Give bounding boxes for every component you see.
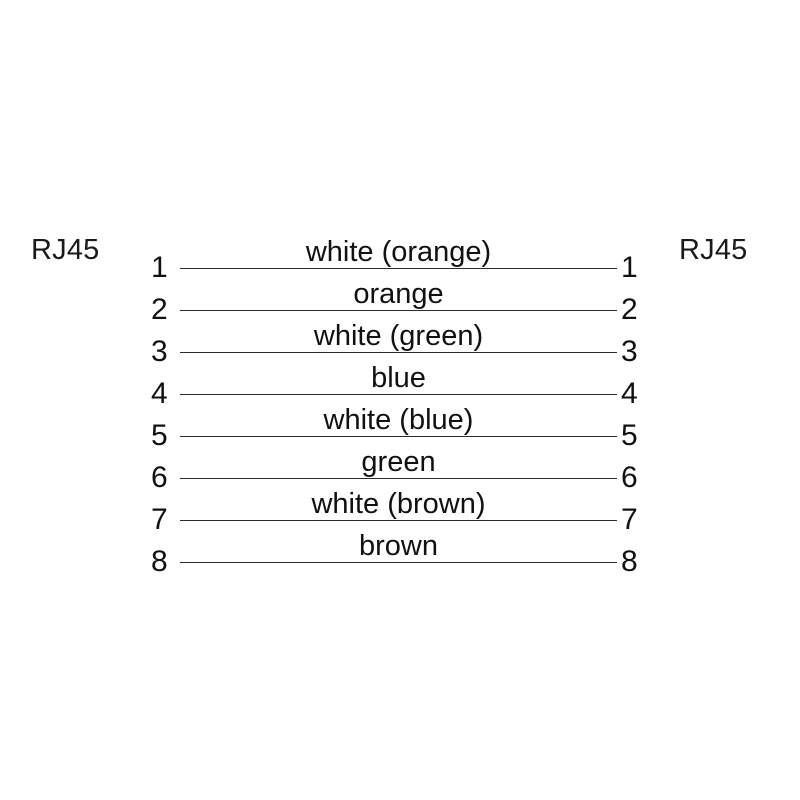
wire-color-label: brown bbox=[180, 532, 617, 561]
right-pin-number: 6 bbox=[621, 461, 638, 494]
right-pin-number: 5 bbox=[621, 419, 638, 452]
wire-row: 6 green 6 bbox=[0, 448, 800, 494]
wire-row: 2 orange 2 bbox=[0, 280, 800, 326]
right-connector-label: RJ45 bbox=[679, 234, 748, 266]
right-pin-number: 2 bbox=[621, 293, 638, 326]
wire-line bbox=[180, 310, 617, 311]
left-pin-number: 3 bbox=[151, 335, 168, 368]
wire-row: 7 white (brown) 7 bbox=[0, 490, 800, 536]
wire-color-label: orange bbox=[180, 280, 617, 309]
wire-color-label: blue bbox=[180, 364, 617, 393]
left-pin-number: 6 bbox=[151, 461, 168, 494]
wire-line bbox=[180, 352, 617, 353]
wire-line bbox=[180, 436, 617, 437]
right-pin-number: 3 bbox=[621, 335, 638, 368]
wire-row: 4 blue 4 bbox=[0, 364, 800, 410]
wire-row: 8 brown 8 bbox=[0, 532, 800, 578]
wire-line bbox=[180, 562, 617, 563]
left-connector-label: RJ45 bbox=[31, 234, 100, 266]
right-pin-number: 7 bbox=[621, 503, 638, 536]
wire-row: 5 white (blue) 5 bbox=[0, 406, 800, 452]
wire-line bbox=[180, 394, 617, 395]
wire-row: 1 white (orange) 1 bbox=[0, 238, 800, 284]
wire-line bbox=[180, 268, 617, 269]
wire-line bbox=[180, 520, 617, 521]
wire-color-label: white (green) bbox=[180, 322, 617, 351]
left-pin-number: 7 bbox=[151, 503, 168, 536]
wire-line bbox=[180, 478, 617, 479]
wire-color-label: white (brown) bbox=[180, 490, 617, 519]
left-pin-number: 5 bbox=[151, 419, 168, 452]
wire-color-label: white (blue) bbox=[180, 406, 617, 435]
left-pin-number: 4 bbox=[151, 377, 168, 410]
left-pin-number: 8 bbox=[151, 545, 168, 578]
right-pin-number: 4 bbox=[621, 377, 638, 410]
right-pin-number: 1 bbox=[621, 251, 638, 284]
wire-color-label: green bbox=[180, 448, 617, 477]
wire-row: 3 white (green) 3 bbox=[0, 322, 800, 368]
right-pin-number: 8 bbox=[621, 545, 638, 578]
left-pin-number: 2 bbox=[151, 293, 168, 326]
wire-color-label: white (orange) bbox=[180, 238, 617, 267]
left-pin-number: 1 bbox=[151, 251, 168, 284]
